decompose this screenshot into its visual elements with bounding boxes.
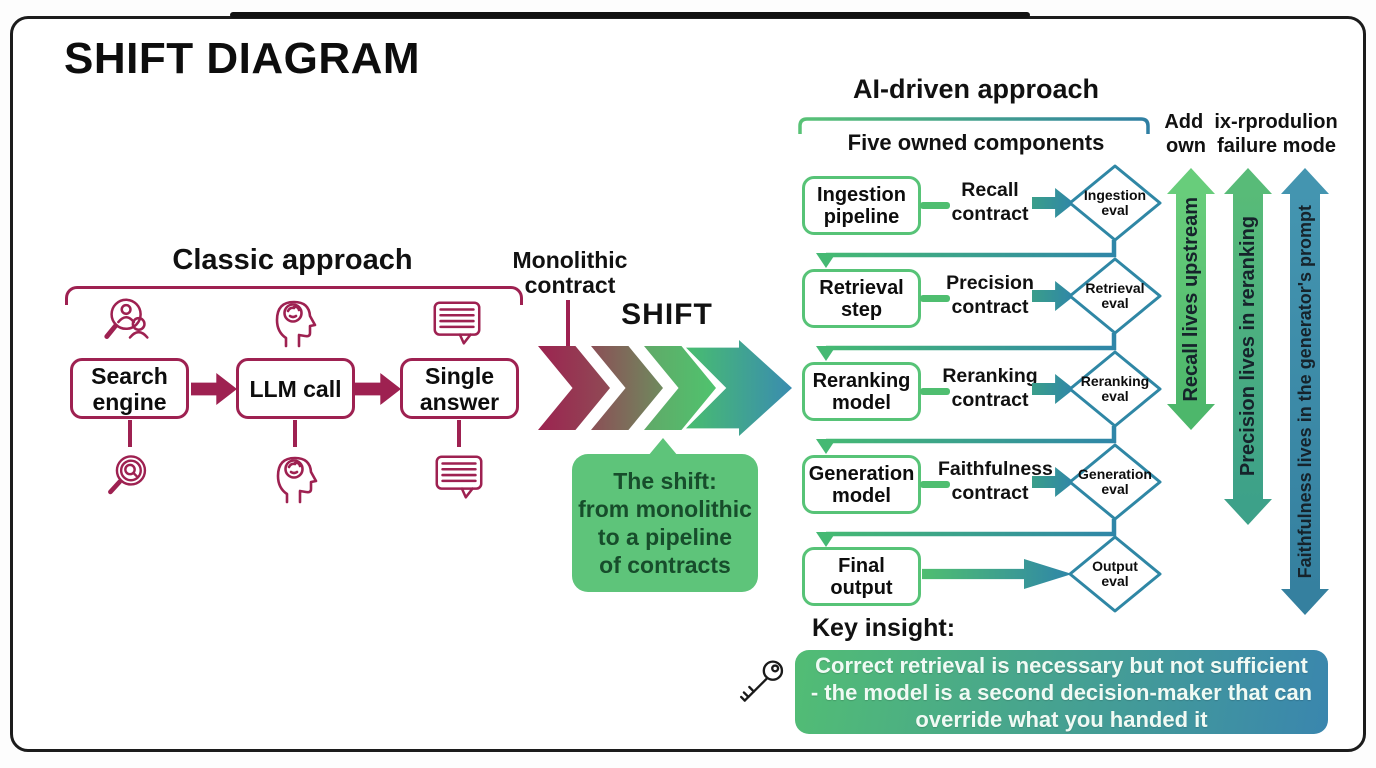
ai-approach-title: AI-driven approach [852, 74, 1100, 104]
classic-box-single-answer: Single answer [400, 358, 519, 419]
component-box-ingestion: Ingestion pipeline [802, 176, 921, 235]
brain-head-icon [264, 292, 324, 357]
key-insight-box: Correct retrieval is necessary but not s… [795, 650, 1328, 734]
shift-label: SHIFT [621, 298, 713, 331]
brain-head-icon [265, 448, 325, 513]
eval-label: Output eval [1092, 558, 1138, 589]
arrow-up-icon [1281, 168, 1329, 194]
eval-diamond-output: Output eval [1067, 534, 1163, 614]
failure-mode-note: Add ix-rprodulion own failure mode [1164, 111, 1338, 157]
arrow-up-icon [1167, 168, 1215, 194]
monolithic-contract-label: Monolithic contract [512, 247, 628, 298]
failure-arrow-label: Precision lives in reranking [1236, 216, 1259, 477]
eval-diamond-reranking: Reranking eval [1067, 349, 1163, 429]
contract-connector [920, 481, 950, 488]
eval-label: Ingestion eval [1083, 187, 1147, 218]
arrow-up-icon [1224, 168, 1272, 194]
eval-diamond-ingestion: Ingestion eval [1067, 163, 1163, 243]
classic-box-search-engine: Search engine [70, 358, 189, 419]
note-line: from monolithic [578, 496, 752, 522]
person-search-icon [100, 294, 158, 357]
connector-line [457, 420, 461, 447]
eval-diamond-retrieval: Retrieval eval [1067, 256, 1163, 336]
key-icon [733, 655, 791, 724]
arrow-down-icon [1224, 499, 1272, 525]
failure-arrow-faithfulness: Faithfulness lives in the generator's pr… [1281, 168, 1329, 615]
note-line: of contracts [599, 552, 731, 578]
note-bubble-tail [648, 438, 678, 456]
key-insight-line: override what you handed it [915, 706, 1208, 732]
note-line: to a pipeline [597, 524, 733, 550]
failure-arrow-recall: Recall lives upstream [1167, 168, 1215, 430]
shift-note-bubble: The shift: from monolithic to a pipeline… [572, 454, 758, 592]
connector-line [293, 420, 297, 447]
component-box-generation: Generation model [802, 455, 921, 514]
failure-arrow-label: Recall lives upstream [1179, 196, 1202, 402]
arrow-down-icon [1167, 404, 1215, 430]
failure-arrow-precision: Precision lives in reranking [1224, 168, 1272, 525]
failure-arrow-label: Faithfulness lives in the generator's pr… [1294, 204, 1315, 579]
component-box-retrieval: Retrieval step [802, 269, 921, 328]
eval-diamond-generation: Generation eval [1067, 442, 1163, 522]
eval-label: Retrieval eval [1085, 280, 1145, 311]
classic-box-llm-call: LLM call [236, 358, 355, 419]
eval-label: Generation eval [1078, 466, 1152, 497]
classic-approach-bracket [65, 286, 523, 305]
note-line: The shift: [613, 468, 717, 494]
key-insight-line: Correct retrieval is necessary but not s… [815, 652, 1308, 678]
chat-lines-icon [430, 450, 488, 509]
eval-label: Reranking eval [1080, 373, 1150, 404]
monolithic-pointer-line [566, 300, 570, 348]
contract-connector [920, 388, 950, 395]
contract-label: Precision contract [946, 272, 1034, 318]
page-title: SHIFT DIAGRAM [64, 34, 421, 83]
ai-approach-subtitle: Five owned components [847, 130, 1105, 155]
key-insight-line: - the model is a second decision-maker t… [810, 679, 1313, 705]
arrow-down-icon [1281, 589, 1329, 615]
top-accent-bar [230, 12, 1030, 18]
contract-label: Faithfulness contract [938, 458, 1053, 504]
contract-label: Reranking contract [942, 365, 1038, 411]
classic-approach-label: Classic approach [172, 244, 413, 276]
contract-label: Recall contract [951, 179, 1029, 225]
component-box-reranking: Reranking model [802, 362, 921, 421]
key-insight-heading: Key insight: [812, 614, 956, 642]
component-box-final-output: Final output [802, 547, 921, 606]
connector-line [128, 420, 132, 447]
contract-connector [920, 295, 950, 302]
contract-connector [920, 202, 950, 209]
chat-lines-icon [428, 296, 486, 355]
magnifier-icon [102, 448, 158, 511]
